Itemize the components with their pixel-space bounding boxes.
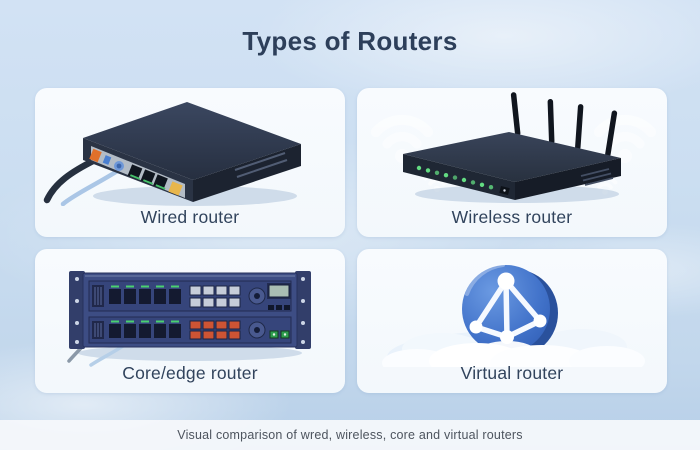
panel-core-edge-router: Core/edge router xyxy=(35,249,345,393)
cables xyxy=(43,156,122,206)
bay-1 xyxy=(92,283,291,310)
panel-label-virtual: Virtual router xyxy=(460,363,564,383)
panel-label-core-edge: Core/edge router xyxy=(122,363,258,383)
wired-router-illustration xyxy=(35,88,345,237)
caption-text: Visual comparison of wred, wireless, cor… xyxy=(177,428,523,442)
front-clouds xyxy=(382,341,645,367)
antennas xyxy=(510,92,618,157)
wired-router-icon xyxy=(43,102,301,206)
page-title: Types of Routers xyxy=(242,26,458,56)
virtual-router-illustration xyxy=(357,249,667,393)
panel-wired-router: Wired router xyxy=(35,88,345,237)
chassis xyxy=(82,272,298,348)
panel-wireless-router: Wireless router xyxy=(357,88,667,237)
panel-label-wireless: Wireless router xyxy=(451,207,573,227)
vents xyxy=(580,168,614,186)
vents xyxy=(234,152,288,178)
shadow xyxy=(78,345,302,361)
caption-bar: Visual comparison of wred, wireless, cor… xyxy=(0,420,700,450)
router-grid: Wired router xyxy=(35,88,667,393)
core-edge-router-icon xyxy=(67,271,311,367)
router-box xyxy=(83,102,301,202)
bay-2 xyxy=(92,320,290,340)
wireless-router-icon xyxy=(357,92,667,203)
ports xyxy=(89,148,183,196)
rack-ears xyxy=(69,271,311,349)
virtual-router-icon xyxy=(382,263,645,367)
wireless-router-illustration xyxy=(357,88,667,237)
router-slab xyxy=(403,132,621,200)
panel-label-wired: Wired router xyxy=(140,207,240,227)
panel-virtual-router: Virtual router xyxy=(357,249,667,393)
core-edge-router-illustration xyxy=(35,249,345,393)
led-lights xyxy=(416,165,494,190)
network-nodes-icon xyxy=(469,272,547,344)
